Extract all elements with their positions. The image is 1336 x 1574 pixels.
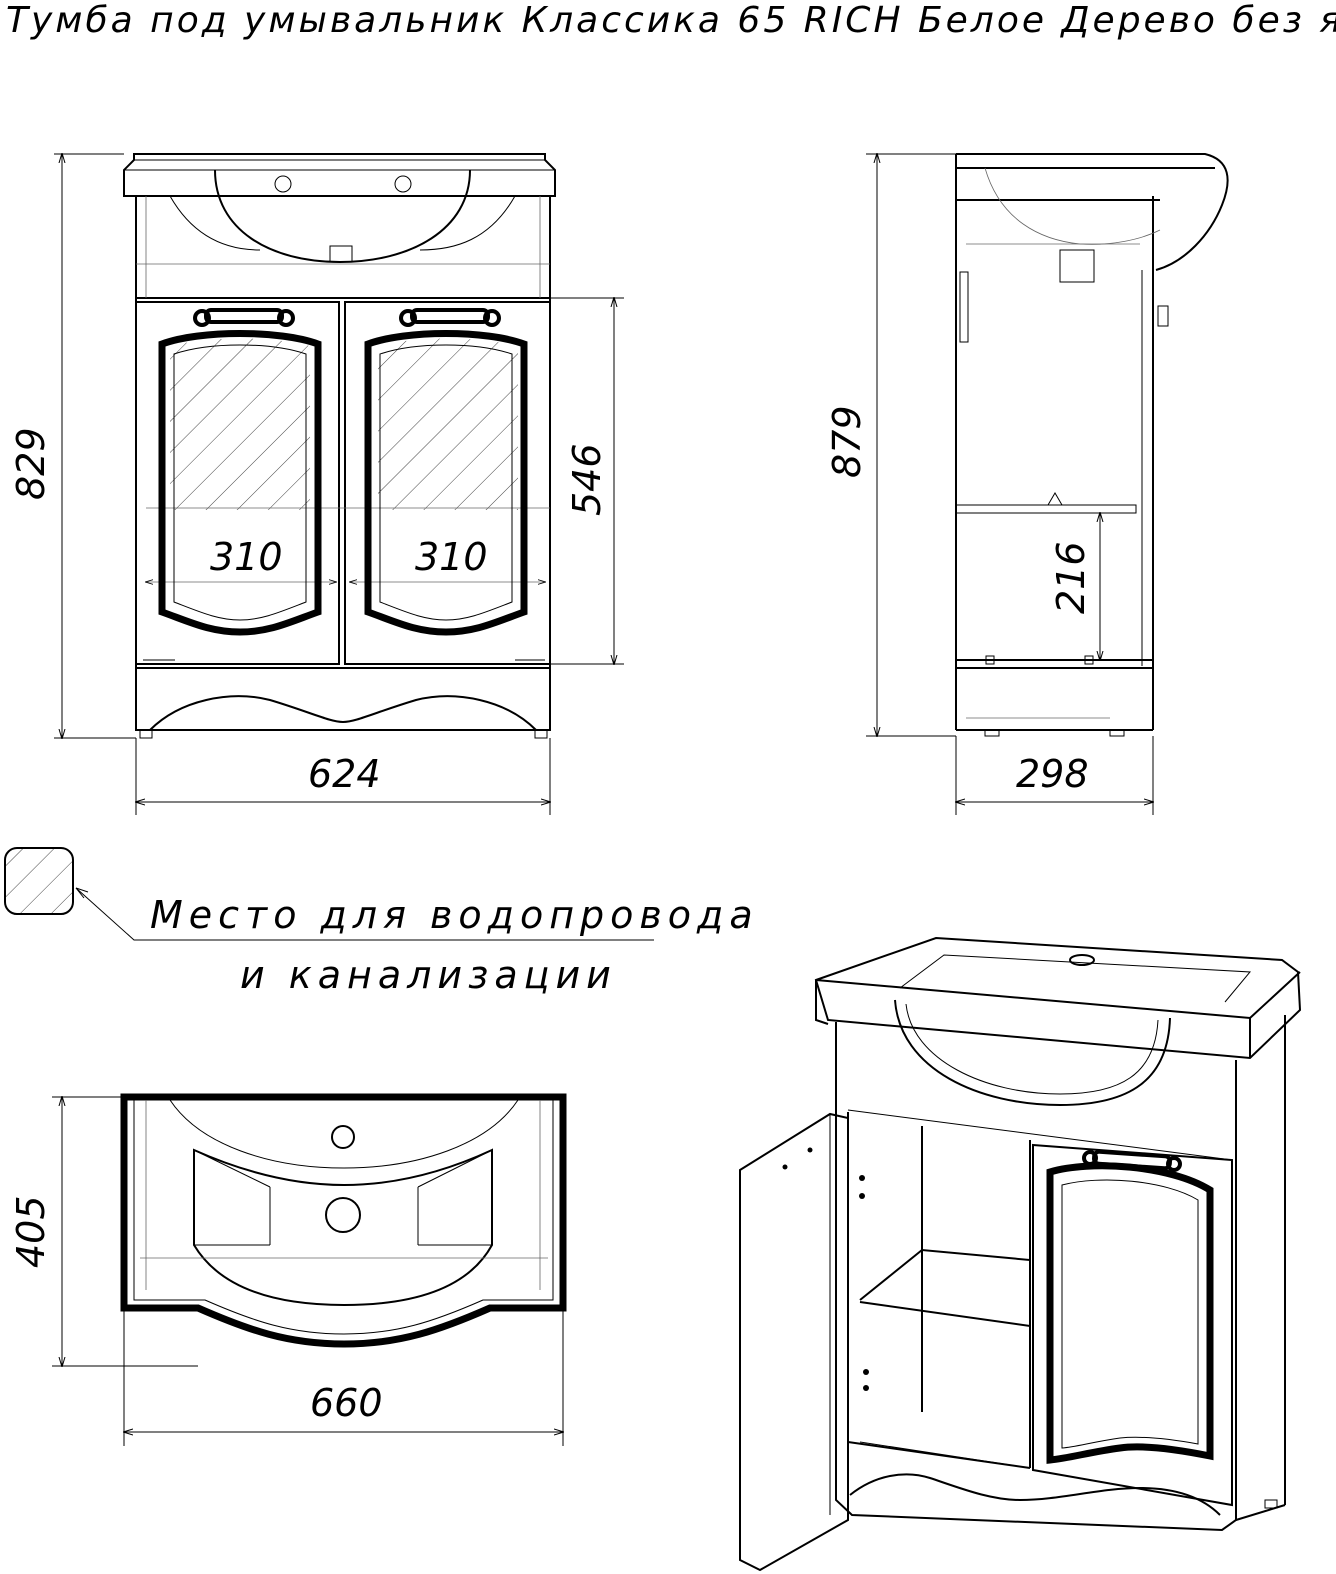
door-handle-icon [193,308,295,327]
dim-label-829: 829 [9,427,53,500]
legend-line-1: Место для водопровода [150,893,759,937]
dim-label-879: 879 [825,405,869,478]
dim-front-height: 829 [9,154,136,738]
door-handle-icon [399,308,501,327]
dim-side-height: 879 [825,154,956,736]
legend: Место для водопровода и канализации [4,847,759,997]
isometric-view [739,936,1302,1572]
dim-shelf-height: 216 [1049,513,1100,660]
dim-side-depth: 298 [956,736,1153,815]
top-view [120,1093,567,1348]
side-view [955,153,1229,737]
front-view [123,153,556,739]
dim-label-624: 624 [308,752,381,796]
legend-line-2: и канализации [240,953,617,997]
dim-label-298: 298 [1016,752,1089,796]
dim-door-height: 546 [550,298,624,664]
dim-top-depth: 405 [9,1097,198,1366]
dim-label-216: 216 [1049,541,1093,614]
dim-front-width: 624 [136,738,550,815]
drawing-title: Тумба под умывальник Классика 65 RICH Бе… [6,0,1336,41]
dim-label-546: 546 [565,443,609,516]
dim-label-660: 660 [310,1381,383,1425]
dim-label-310-right: 310 [415,535,488,579]
dim-label-310-left: 310 [210,535,283,579]
dim-top-width: 660 [124,1308,563,1446]
door-handle-icon [1082,1149,1182,1172]
dim-label-405: 405 [9,1195,53,1268]
hatch-swatch-icon [4,847,74,915]
